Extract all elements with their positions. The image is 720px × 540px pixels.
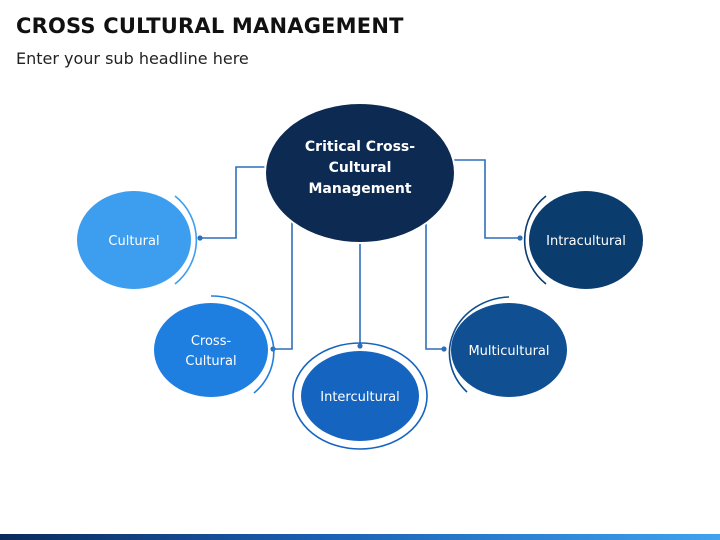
node-multicultural-shape [451, 303, 567, 397]
connector-cultural [200, 166, 268, 239]
node-multicultural-label: Multicultural [468, 344, 549, 359]
center-node-line-1: Critical Cross- [305, 139, 415, 155]
node-cultural: Cultural [77, 191, 198, 289]
footer-accent-bar [0, 534, 720, 540]
connector-dot-cultural [197, 235, 203, 241]
center-node-line-3: Management [308, 181, 411, 197]
connector-dot-multicultural [441, 346, 447, 352]
node-intercultural-ring [292, 342, 428, 450]
node-cross-cultural-label-1: Cross- [191, 334, 232, 349]
node-intracultural-shape [529, 191, 643, 289]
center-node-shape [264, 102, 456, 244]
connector-multicultural [425, 222, 444, 350]
center-node-line-2: Cultural [329, 160, 392, 176]
node-intracultural-label: Intracultural [546, 234, 626, 249]
node-intercultural-label: Intercultural [320, 390, 400, 405]
node-cultural-ring [174, 195, 198, 285]
connector-dot-intracultural [517, 235, 523, 241]
node-cross-cultural-ring [210, 295, 275, 394]
node-cultural-shape [77, 191, 191, 289]
node-cross-cultural-label-2: Cultural [185, 354, 236, 369]
center-node: Critical Cross- Cultural Management [264, 102, 456, 244]
page-subtitle: Enter your sub headline here [16, 49, 249, 68]
node-cross-cultural-shape [154, 303, 268, 397]
connector-intracultural [450, 159, 520, 239]
node-cultural-label: Cultural [108, 234, 159, 249]
page-title: CROSS CULTURAL MANAGEMENT [16, 14, 404, 38]
node-cross-cultural: Cross- Cultural [154, 295, 275, 397]
connector-cross-cultural [273, 220, 293, 350]
node-multicultural: Multicultural [448, 296, 567, 397]
node-intracultural: Intracultural [523, 191, 643, 289]
connector-dot-intercultural [357, 343, 363, 349]
node-intercultural: Intercultural [292, 342, 428, 450]
node-intracultural-ring [523, 195, 547, 285]
node-intercultural-shape [301, 351, 419, 441]
node-multicultural-ring [448, 296, 510, 393]
connectors [200, 159, 520, 350]
